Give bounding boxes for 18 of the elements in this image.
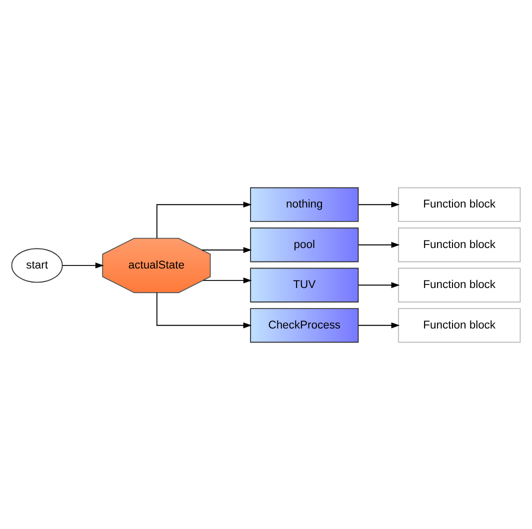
- arrow: [358, 241, 400, 248]
- node-box: Function block: [398, 308, 521, 342]
- arrow: [358, 322, 400, 328]
- node-box: pool: [250, 227, 359, 262]
- arrow: [358, 282, 400, 288]
- node-box: CheckProcess: [250, 308, 359, 342]
- arrow: [202, 246, 252, 252]
- node-box: Function block: [398, 186, 521, 222]
- node-box: nothing: [250, 186, 359, 222]
- node-box: Function block: [398, 267, 521, 302]
- arrow: [62, 262, 104, 268]
- arrow: [156, 201, 252, 238]
- node-box: TUV: [250, 267, 359, 302]
- node-ellipse: start: [11, 248, 63, 282]
- arrow: [358, 201, 400, 208]
- node-box: Function block: [398, 227, 521, 262]
- arrow: [156, 292, 252, 328]
- arrow: [202, 277, 252, 283]
